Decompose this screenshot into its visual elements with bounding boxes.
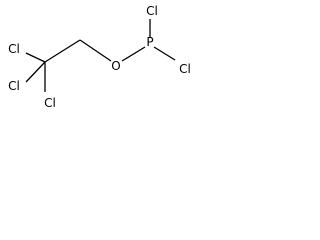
atom-phosphorus: P [146,35,153,49]
bond-c2-o [79,39,112,62]
atom-cl-mid-left: Cl [8,79,20,93]
chemical-structure: Cl Cl Cl O P Cl Cl [8,4,191,110]
atom-cl-top-left: Cl [8,42,20,56]
atom-oxygen: O [111,59,120,73]
bond-o-p [121,46,146,62]
bond-p-cl-right [153,46,176,61]
bond-c1-c2 [44,39,81,63]
bond-c1-cl-top-left [25,52,46,63]
atom-cl-bottom: Cl [44,96,56,110]
atom-cl-p-top: Cl [146,4,158,18]
atom-cl-p-right: Cl [179,62,191,76]
bonds [25,19,176,92]
bond-c1-cl-mid-left [25,61,46,83]
atom-labels: Cl Cl Cl O P Cl Cl [8,4,191,110]
